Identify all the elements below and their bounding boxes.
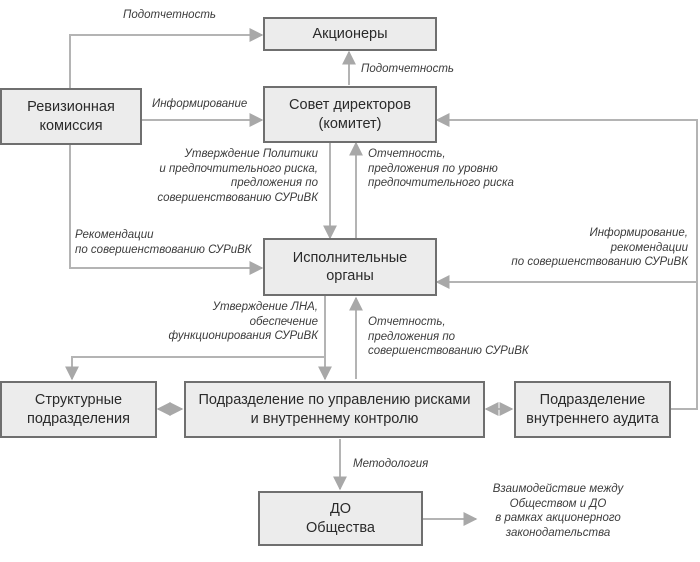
structural-units-box: Структурные подразделения bbox=[0, 381, 157, 438]
label-lna-approval: Утверждение ЛНА, обеспечение функциониро… bbox=[168, 301, 318, 343]
label-accountability-board: Подотчетность bbox=[361, 63, 454, 75]
board-box: Совет директоров (комитет) bbox=[263, 86, 437, 143]
executive-box: Исполнительные органы bbox=[263, 238, 437, 296]
risk-control-unit-box: Подразделение по управлению рисками и вн… bbox=[184, 381, 485, 438]
subsidiaries-box: ДО Общества bbox=[258, 491, 423, 546]
shareholders-box: Акционеры bbox=[263, 17, 437, 51]
label-reporting-risk: Отчетность, предложения по уровню предпо… bbox=[368, 148, 514, 190]
label-interaction: Взаимодействие между Обществом и ДО в ра… bbox=[492, 483, 624, 540]
arrow-executive-to-units bbox=[65, 296, 326, 381]
label-recommendations: Рекомендации по совершенствованию СУРиВК bbox=[75, 229, 252, 256]
label-accountability-top: Подотчетность bbox=[123, 9, 216, 21]
label-methodology: Методология bbox=[353, 458, 429, 470]
label-reporting-improvement: Отчетность, предложения по совершенствов… bbox=[368, 316, 529, 358]
label-policy-approval: Утверждение Политики и предпочтительного… bbox=[157, 148, 318, 205]
internal-audit-box: Подразделение внутреннего аудита bbox=[514, 381, 671, 438]
arrow-commission-to-executive bbox=[69, 145, 264, 275]
audit-commission-box: Ревизионная комиссия bbox=[0, 88, 142, 145]
arrow-commission-to-shareholders bbox=[69, 28, 264, 88]
label-audit-informing: Информирование, рекомендации по совершен… bbox=[511, 227, 688, 269]
label-informing: Информирование bbox=[152, 98, 248, 110]
